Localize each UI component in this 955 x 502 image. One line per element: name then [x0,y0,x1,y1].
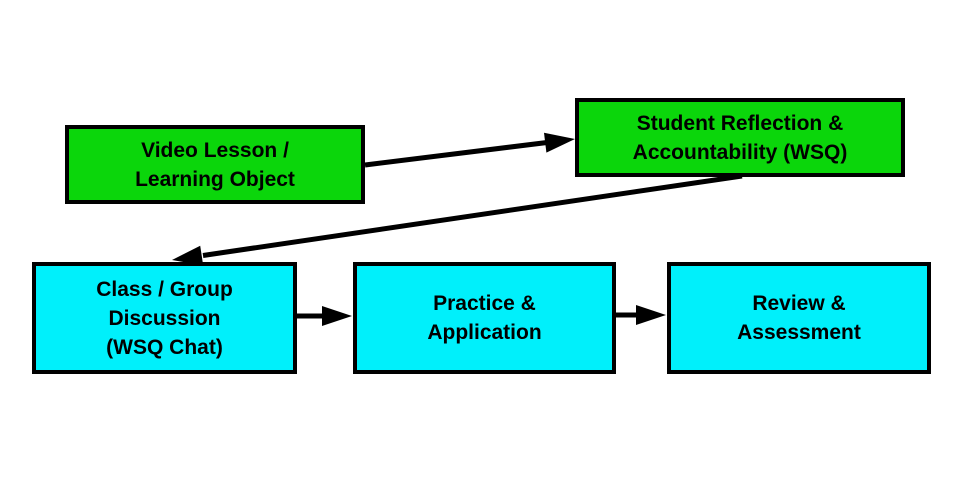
node-label-line: Accountability (WSQ) [632,140,848,164]
arrow-shaft [364,140,548,168]
arrowhead-icon [636,305,666,325]
node-label-line: Review & [752,292,846,315]
node-label-line: Class / Group [96,277,233,301]
node-video-lesson: Video Lesson / Learning Object [65,125,365,204]
node-label-line: Video Lesson / [141,138,289,162]
node-label-line: Assessment [737,321,861,344]
node-label-line: Practice & [433,292,536,315]
node-label-line: Application [427,321,542,344]
edge-discussion-to-practice [295,306,352,326]
arrowhead-icon [544,132,575,153]
node-class-discussion: Class / Group Discussion (WSQ Chat) [32,262,297,374]
edge-practice-to-review [614,305,666,325]
edge-video-to-reflection [364,132,575,168]
node-student-reflection: Student Reflection & Accountability (WSQ… [575,98,905,177]
node-label-line: Student Reflection & [636,111,844,135]
node-review-assessment: Review & Assessment [667,262,931,374]
node-label-line: Learning Object [135,167,295,191]
arrowhead-icon [322,306,352,326]
node-label-line: (WSQ Chat) [106,335,223,359]
node-label-line: Discussion [108,306,221,330]
node-practice-application: Practice & Application [353,262,616,374]
